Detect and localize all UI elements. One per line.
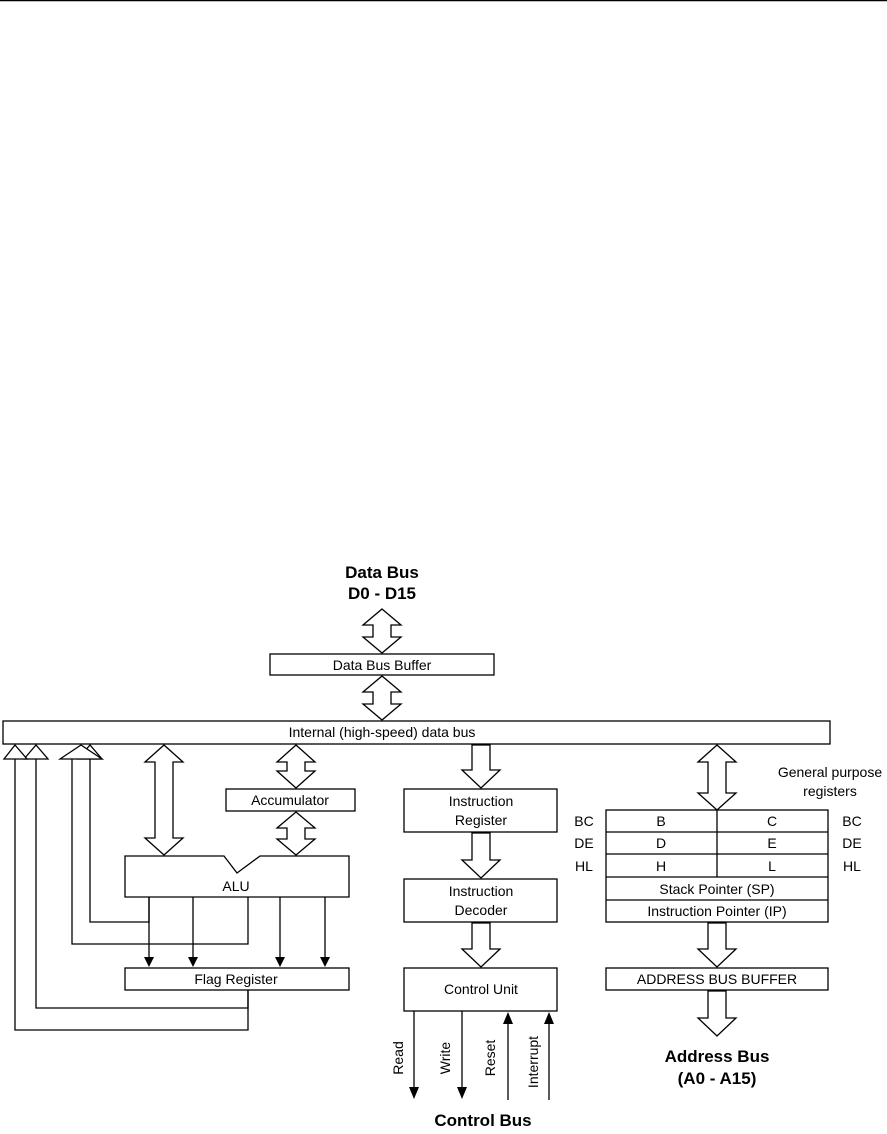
data-bus-range: D0 - D15 bbox=[348, 584, 416, 603]
register-b: B bbox=[656, 813, 665, 829]
accumulator-alu-double-arrow bbox=[275, 811, 317, 856]
pair-de-right: DE bbox=[842, 835, 861, 851]
internal-bus-box bbox=[2, 720, 831, 745]
register-c: C bbox=[767, 813, 777, 829]
instruction-register-label-1: Instruction bbox=[449, 793, 514, 809]
register-e: E bbox=[767, 835, 776, 851]
address-bus-buffer-label: ADDRESS BUS BUFFER bbox=[637, 971, 797, 987]
decoder-control-arrow bbox=[460, 922, 502, 968]
control-unit-label: Control Unit bbox=[444, 981, 518, 997]
alu-feedback-lines bbox=[2, 743, 249, 1031]
address-bus-range: (A0 - A15) bbox=[678, 1069, 757, 1088]
accumulator-bus-double-arrow bbox=[275, 744, 317, 789]
bus-instruction-register-arrow bbox=[460, 744, 502, 789]
register-h: H bbox=[656, 858, 666, 874]
accumulator-label: Accumulator bbox=[251, 792, 329, 808]
instruction-decoder-box bbox=[403, 878, 558, 923]
register-decoder-arrow bbox=[460, 832, 502, 879]
control-signal-lines bbox=[409, 1011, 554, 1100]
data-bus-buffer-label: Data Bus Buffer bbox=[333, 657, 432, 673]
stack-pointer-label: Stack Pointer (SP) bbox=[659, 881, 774, 897]
register-file bbox=[605, 809, 829, 923]
signal-read-label: Read bbox=[390, 1041, 406, 1074]
signal-write-label: Write bbox=[437, 1042, 453, 1075]
signal-interrupt-label: Interrupt bbox=[525, 1036, 541, 1088]
register-d: D bbox=[656, 835, 666, 851]
accumulator-box bbox=[225, 788, 356, 812]
pair-de-left: DE bbox=[574, 835, 593, 851]
bus-alu-double-arrow bbox=[143, 744, 185, 856]
flag-register-label: Flag Register bbox=[194, 971, 278, 987]
data-bus-title: Data Bus bbox=[345, 563, 419, 582]
data-bus-double-arrow bbox=[361, 608, 403, 654]
pair-bc-right: BC bbox=[842, 813, 861, 829]
internal-bus-label: Internal (high-speed) data bus bbox=[289, 724, 476, 740]
pair-hl-left: HL bbox=[575, 858, 593, 874]
instruction-decoder-label-1: Instruction bbox=[449, 883, 514, 899]
instruction-pointer-label: Instruction Pointer (IP) bbox=[647, 903, 786, 919]
general-purpose-label-1: General purpose bbox=[778, 764, 883, 780]
address-bus-title: Address Bus bbox=[665, 1047, 770, 1066]
bus-registers-double-arrow bbox=[696, 744, 738, 811]
pair-bc-left: BC bbox=[574, 813, 593, 829]
address-bus-buffer-box bbox=[605, 967, 829, 991]
alu-box bbox=[124, 855, 350, 898]
register-l: L bbox=[768, 858, 776, 874]
flag-register-box bbox=[124, 967, 350, 991]
control-unit-box bbox=[403, 967, 558, 1012]
address-bus-arrow bbox=[696, 990, 738, 1037]
general-purpose-label-2: registers bbox=[803, 783, 857, 799]
alu-flag-arrows bbox=[144, 897, 330, 967]
buffer-internal-double-arrow bbox=[361, 675, 403, 721]
pair-hl-right: HL bbox=[843, 858, 861, 874]
control-bus-label: Control Bus bbox=[434, 1111, 531, 1130]
instruction-decoder-label-2: Decoder bbox=[455, 902, 508, 918]
instruction-register-box bbox=[403, 788, 558, 833]
instruction-register-label-2: Register bbox=[455, 812, 507, 828]
registers-address-buffer-arrow bbox=[696, 922, 738, 968]
alu-label: ALU bbox=[222, 878, 249, 894]
signal-reset-label: Reset bbox=[482, 1040, 498, 1077]
data-bus-buffer-box bbox=[269, 653, 495, 676]
